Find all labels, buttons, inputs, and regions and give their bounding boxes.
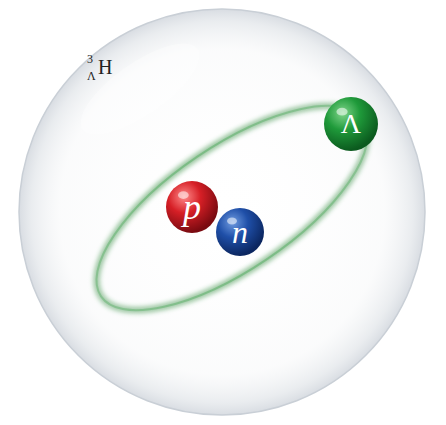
particle-sphere: n bbox=[215, 207, 265, 257]
shape-fill bbox=[19, 9, 425, 415]
shape-fill bbox=[166, 181, 218, 233]
particle-sphere: p bbox=[165, 180, 219, 234]
element-symbol: H bbox=[98, 57, 112, 77]
shape-fill bbox=[324, 97, 378, 151]
shape-fill bbox=[216, 208, 264, 256]
bubble-outline bbox=[17, 7, 427, 417]
mass-number: 3 bbox=[87, 53, 93, 65]
particle-label: n bbox=[215, 207, 265, 257]
particle-sphere: Λ bbox=[323, 96, 379, 152]
bubble-highlight bbox=[68, 28, 213, 151]
hypernucleus-bubble: 3ΛHpnΛ bbox=[17, 7, 427, 417]
particle-label: p bbox=[165, 180, 219, 234]
particle-label: Λ bbox=[323, 96, 379, 152]
hyperon-index: Λ bbox=[87, 70, 96, 82]
